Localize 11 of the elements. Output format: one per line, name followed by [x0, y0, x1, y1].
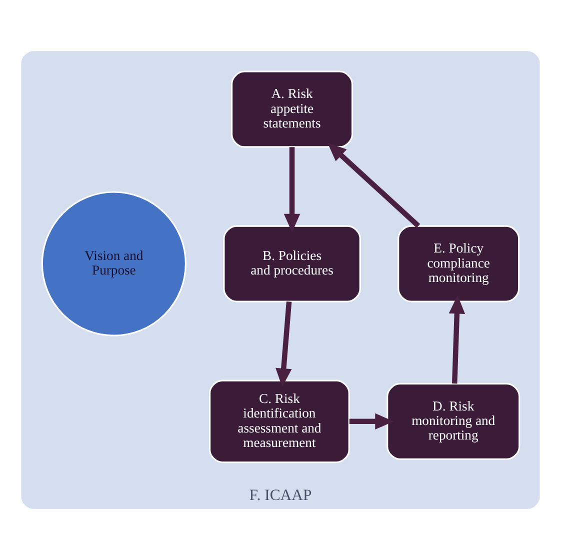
node-box: E. Policy compliance monitoring [398, 225, 520, 302]
arrow [276, 301, 292, 388]
arrow [448, 295, 466, 384]
node-box: C. Risk identification assessment and measurement [209, 380, 350, 464]
arrow [328, 142, 420, 228]
node-box: B. Policies and procedures [223, 225, 361, 302]
node-circle: Vision and Purpose [41, 191, 186, 336]
arrow [284, 147, 300, 232]
arrow [349, 413, 394, 430]
node-box: A. Risk appetite statements [231, 70, 354, 148]
node-box: D. Risk monitoring and reporting [386, 382, 520, 460]
